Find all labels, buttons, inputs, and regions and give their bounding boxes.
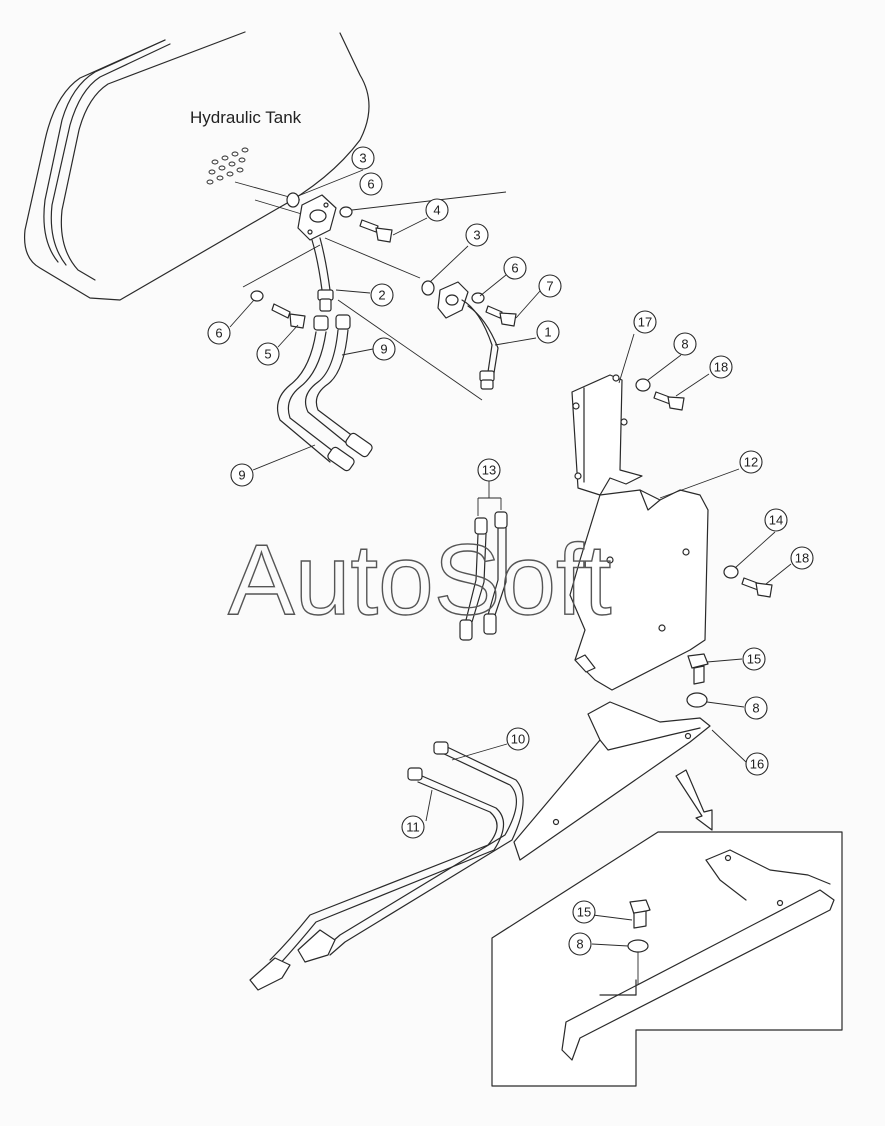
cover-12 (569, 489, 709, 691)
detail-box (491, 831, 843, 1087)
svg-text:1: 1 (544, 325, 551, 340)
svg-text:6: 6 (367, 177, 374, 192)
callout-9a: 9 (372, 337, 396, 361)
svg-text:10: 10 (511, 732, 525, 747)
pipe-10-11 (249, 741, 524, 991)
svg-text:5: 5 (264, 347, 271, 362)
svg-text:12: 12 (744, 455, 758, 470)
pipe-2 (297, 194, 337, 312)
svg-text:11: 11 (406, 820, 420, 835)
callout-3b: 3 (465, 223, 489, 247)
callout-2: 2 (370, 283, 394, 307)
callout-11: 11 (401, 815, 425, 839)
bolt-18b (741, 577, 773, 598)
bolt-15a (687, 653, 709, 685)
svg-text:7: 7 (546, 279, 553, 294)
bolt-5 (271, 303, 306, 329)
callout-10: 10 (506, 727, 530, 751)
svg-text:9: 9 (238, 468, 245, 483)
watermark: AutoSoft (228, 524, 612, 636)
svg-text:8: 8 (681, 337, 688, 352)
leader-lines (229, 169, 792, 947)
svg-text:6: 6 (215, 326, 222, 341)
svg-text:3: 3 (359, 151, 366, 166)
svg-text:9: 9 (380, 342, 387, 357)
washer-14 (723, 565, 739, 579)
washer-8a (635, 378, 651, 392)
tank-holes (206, 147, 249, 185)
svg-text:8: 8 (576, 937, 583, 952)
callout-6b: 6 (503, 256, 527, 280)
callout-18b: 18 (790, 546, 814, 570)
hose-13 (459, 511, 508, 641)
svg-text:6: 6 (511, 261, 518, 276)
bolt-4 (359, 219, 393, 243)
callout-8a: 8 (673, 332, 697, 356)
callout-6c: 6 (207, 321, 231, 345)
hydraulic-tank: Hydraulic Tank (23, 31, 370, 301)
washer-8b (686, 692, 708, 708)
o-ring-3b (421, 280, 435, 296)
arrow-to-detail (675, 769, 713, 831)
svg-text:14: 14 (769, 513, 783, 528)
callout-17: 17 (633, 310, 657, 334)
callout-3a: 3 (351, 146, 375, 170)
svg-text:15: 15 (577, 905, 591, 920)
svg-text:18: 18 (795, 551, 809, 566)
svg-text:16: 16 (750, 757, 764, 772)
svg-text:4: 4 (433, 203, 440, 218)
callout-5: 5 (256, 342, 280, 366)
svg-text:17: 17 (638, 315, 652, 330)
callout-15a: 15 (742, 647, 766, 671)
callout-8c: 8 (568, 932, 592, 956)
callout-16: 16 (745, 752, 769, 776)
washer-6c (250, 290, 264, 302)
svg-text:8: 8 (752, 701, 759, 716)
callout-12: 12 (739, 450, 763, 474)
bracket-17 (571, 374, 643, 496)
callout-9b: 9 (230, 463, 254, 487)
svg-text:2: 2 (378, 288, 385, 303)
callout-1: 1 (536, 320, 560, 344)
callout-4: 4 (425, 198, 449, 222)
callout-14: 14 (764, 508, 788, 532)
washer-8c (627, 939, 649, 953)
svg-text:13: 13 (482, 463, 496, 478)
hose-9 (277, 314, 373, 472)
o-ring-3a (286, 192, 300, 208)
callout-7: 7 (538, 274, 562, 298)
washer-6a (339, 206, 353, 218)
bracket-16 (513, 701, 711, 861)
svg-text:15: 15 (747, 652, 761, 667)
guide-lines (234, 181, 483, 401)
svg-text:18: 18 (714, 360, 728, 375)
tank-label: Hydraulic Tank (190, 108, 302, 127)
callout-8b: 8 (744, 696, 768, 720)
callout-18a: 18 (709, 355, 733, 379)
bolt-7 (485, 305, 517, 327)
callout-15b: 15 (572, 900, 596, 924)
callout-6a: 6 (359, 172, 383, 196)
svg-text:3: 3 (473, 228, 480, 243)
callout-13: 13 (477, 458, 501, 482)
bolt-18a (653, 391, 685, 411)
bolt-15b (629, 899, 651, 929)
pipe-1 (437, 281, 499, 390)
